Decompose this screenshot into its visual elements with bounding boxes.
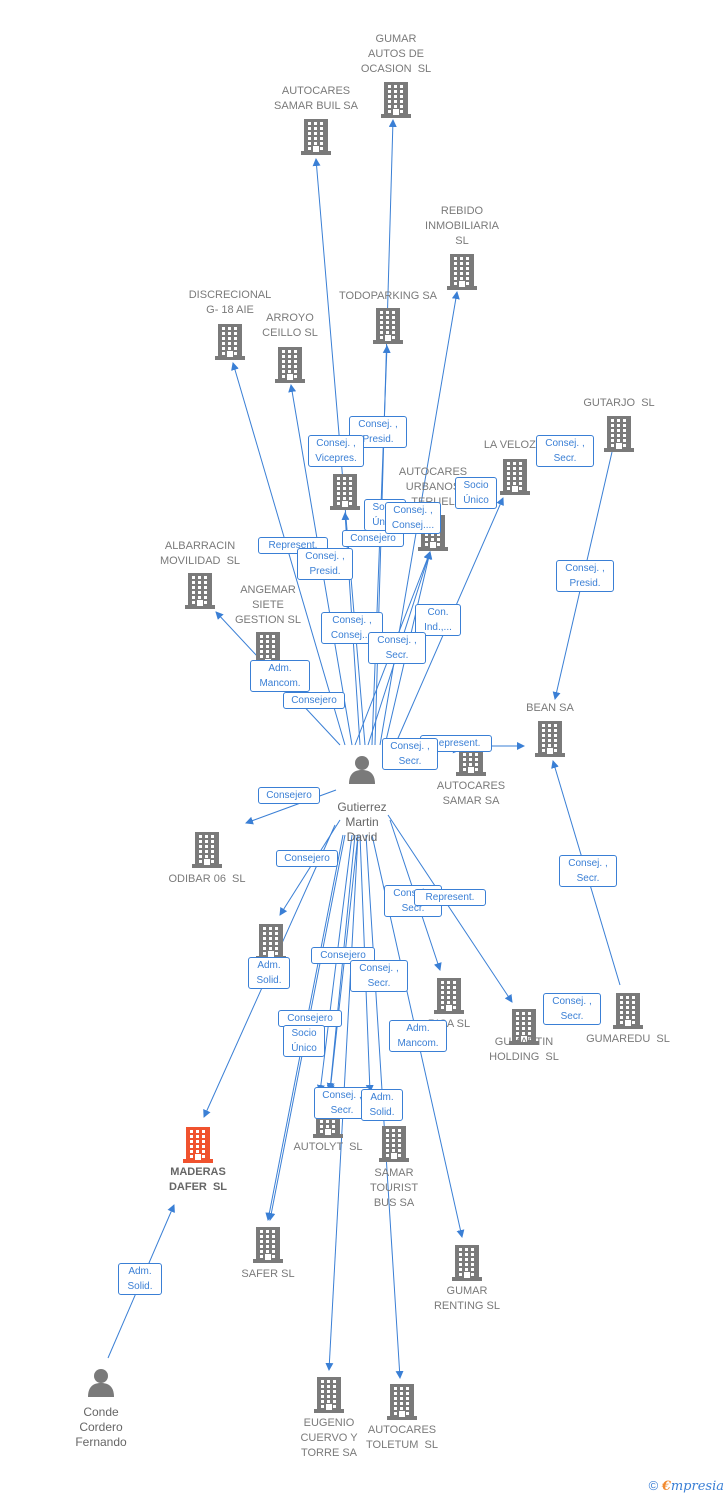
relation-edge	[231, 362, 346, 746]
brand-rest: mpresia	[670, 1479, 724, 1494]
relation-role-tag[interactable]: Adm. Mancom.	[250, 660, 310, 692]
building-icon[interactable]	[500, 459, 530, 500]
person-name-conde[interactable]: Conde Cordero Fernando	[75, 1405, 127, 1449]
relation-role-tag[interactable]: Adm. Solid.	[248, 957, 290, 989]
company-name-autocares-samar[interactable]: AUTOCARES SAMAR SA	[436, 780, 506, 807]
relation-role-tag[interactable]: Consej. , Secr.	[314, 1087, 370, 1119]
relation-role-tag[interactable]: Adm. Solid.	[118, 1263, 162, 1295]
building-icon[interactable]	[452, 1245, 482, 1286]
relation-role-tag[interactable]: Consejero	[311, 947, 375, 964]
person-icon[interactable]	[347, 754, 377, 789]
company-name-rebido[interactable]: REBIDO INMOBILIARIA SL	[425, 205, 499, 247]
relation-role-tag[interactable]: Consej. , Secr.	[536, 435, 594, 467]
building-icon[interactable]	[604, 416, 634, 457]
person-icon[interactable]	[86, 1367, 116, 1402]
brand-initial: €	[661, 1479, 671, 1494]
relation-role-tag[interactable]: Adm. Mancom.	[389, 1020, 447, 1052]
building-icon[interactable]	[192, 832, 222, 873]
relation-role-tag[interactable]: Represent.	[420, 735, 492, 752]
relation-role-tag[interactable]: Consej. , Vicepres.	[308, 435, 364, 467]
relation-role-tag[interactable]: Represent.	[414, 889, 486, 906]
company-name-gutarjo[interactable]: GUTARJO SL	[583, 397, 655, 409]
building-icon[interactable]	[185, 573, 215, 614]
building-icon[interactable]	[387, 1384, 417, 1425]
company-name-gumaredu[interactable]: GUMAREDU SL	[586, 1033, 670, 1045]
relation-edge	[245, 789, 337, 825]
company-name-albarracin[interactable]: ALBARRACIN MOVILIDAD SL	[159, 540, 241, 567]
building-icon[interactable]	[434, 978, 464, 1019]
company-name-gumartin[interactable]: GUMARTIN HOLDING SL	[489, 1036, 559, 1063]
building-icon[interactable]	[253, 1227, 283, 1268]
building-icon[interactable]	[183, 1127, 213, 1168]
relation-role-tag[interactable]: Consej. , Secr.	[382, 738, 438, 770]
building-icon[interactable]	[535, 721, 565, 762]
relation-role-tag[interactable]: Consej. , Presid.	[297, 548, 353, 580]
building-icon[interactable]	[215, 324, 245, 365]
building-icon[interactable]	[330, 474, 360, 515]
company-name-gumar[interactable]: GUMAR AUTOS DE OCASION SL	[360, 33, 432, 75]
building-icon[interactable]	[373, 308, 403, 349]
company-name-maderas[interactable]: MADERAS DAFER SL	[168, 1166, 228, 1193]
company-name-eugenio[interactable]: EUGENIO CUERVO Y TORRE SA	[300, 1417, 358, 1459]
company-name-samar-tourist[interactable]: SAMAR TOURIST BUS SA	[369, 1167, 419, 1209]
relation-edge	[387, 814, 513, 1003]
company-name-toletum[interactable]: AUTOCARES TOLETUM SL	[366, 1424, 438, 1451]
building-icon[interactable]	[447, 254, 477, 295]
company-name-odibar[interactable]: ODIBAR 06 SL	[168, 873, 246, 885]
empresia-logo: €mpresia	[662, 1479, 724, 1494]
building-icon[interactable]	[301, 119, 331, 160]
company-name-todoparking[interactable]: TODOPARKING SA	[338, 290, 438, 302]
copyright-notice: © €mpresia	[649, 1478, 724, 1494]
building-icon[interactable]	[314, 1377, 344, 1418]
relation-role-tag[interactable]: Adm. Solid.	[361, 1089, 403, 1121]
relation-role-tag[interactable]: Consejero	[258, 787, 320, 804]
relation-role-tag[interactable]: Consej. , Secr.	[543, 993, 601, 1025]
company-name-arroyo[interactable]: ARROYO CEILLO SL	[262, 312, 318, 339]
building-icon[interactable]	[613, 993, 643, 1034]
copyright-symbol: ©	[648, 1478, 659, 1493]
company-name-gumar-renting[interactable]: GUMAR RENTING SL	[433, 1285, 501, 1312]
company-name-discrecional[interactable]: DISCRECIONAL G- 18 AIE	[188, 289, 272, 316]
company-name-safer[interactable]: SAFER SL	[241, 1268, 295, 1280]
relation-role-tag[interactable]: Consejero	[276, 850, 338, 867]
relation-role-tag[interactable]: Consejero	[283, 692, 345, 709]
relation-role-tag[interactable]: Consej. , Consej....	[385, 502, 441, 534]
building-icon[interactable]	[381, 82, 411, 123]
company-name-autolyt[interactable]: AUTOLYT SL	[293, 1141, 363, 1153]
relation-role-tag[interactable]: Consej. , Secr.	[368, 632, 426, 664]
relation-role-tag[interactable]: Con. Ind.,...	[415, 604, 461, 636]
person-name-david[interactable]: Gutierrez Martin David	[337, 800, 387, 844]
company-name-angemar[interactable]: ANGEMAR SIETE GESTION SL	[234, 584, 302, 626]
relation-role-tag[interactable]: Consej. , Secr.	[559, 855, 617, 887]
relation-role-tag[interactable]: Consej. , Secr.	[350, 960, 408, 992]
relation-role-tag[interactable]: Consej. , Presid.	[556, 560, 614, 592]
building-icon[interactable]	[509, 1009, 539, 1050]
building-icon[interactable]	[275, 347, 305, 388]
relation-role-tag[interactable]: Socio Único	[283, 1025, 325, 1057]
building-icon[interactable]	[379, 1126, 409, 1167]
company-name-autocares-samar-buil[interactable]: AUTOCARES SAMAR BUIL SA	[274, 85, 358, 112]
relation-role-tag[interactable]: Socio Único	[455, 477, 497, 509]
company-name-bean[interactable]: BEAN SA	[526, 702, 574, 714]
